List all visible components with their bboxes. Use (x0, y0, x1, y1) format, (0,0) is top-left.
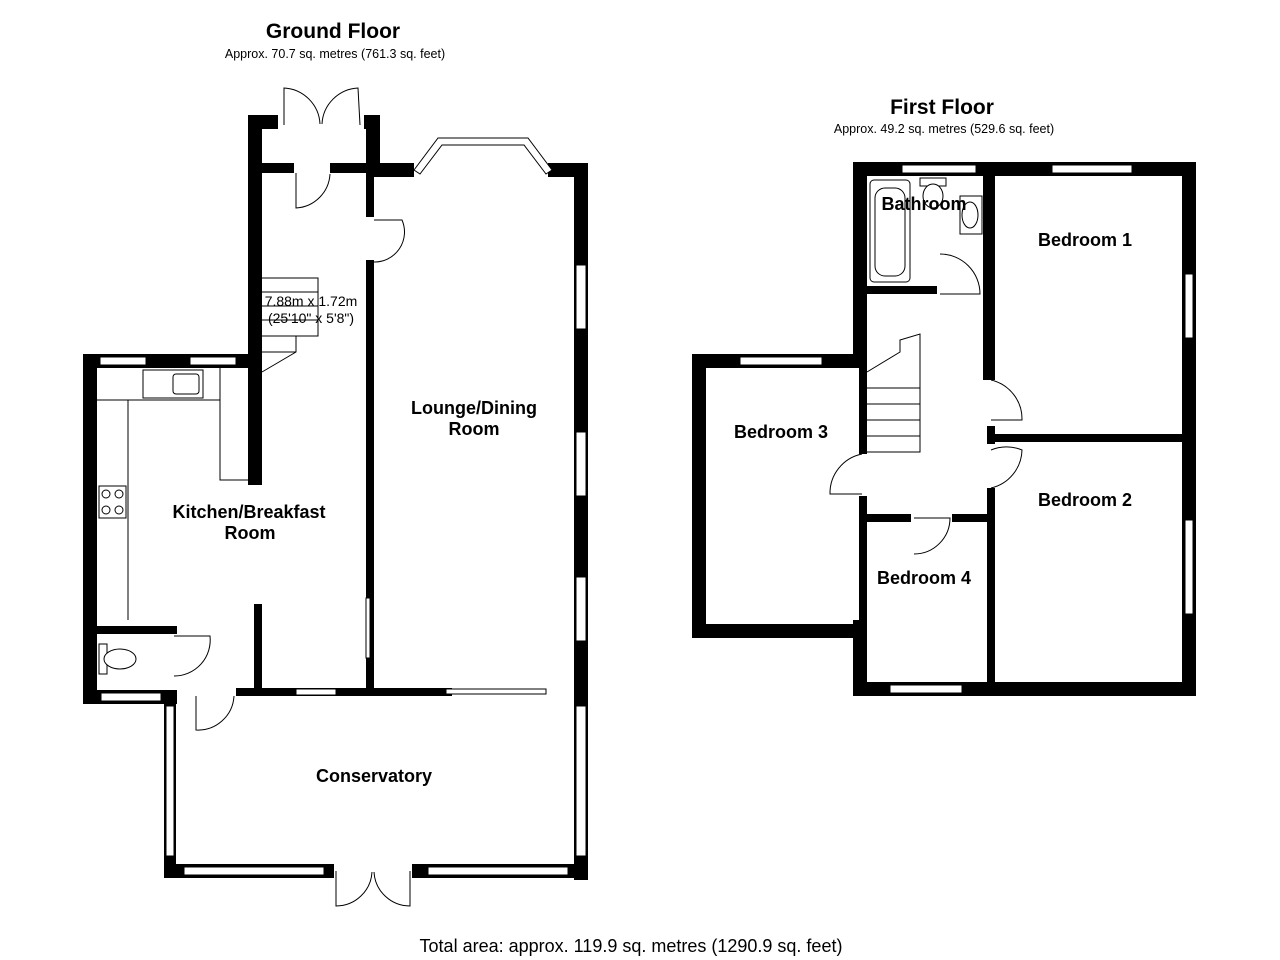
conservatory-door[interactable] (195, 695, 235, 731)
room-label-bathroom: Bathroom (882, 194, 967, 214)
bedroom2-west-wall (987, 488, 995, 682)
rear-window (295, 688, 337, 696)
room-label-lounge: Lounge/Dining (411, 398, 537, 418)
lounge-bay-window (413, 137, 553, 175)
total-area: Total area: approx. 119.9 sq. metres (12… (420, 936, 843, 956)
bedroom4-window (889, 684, 963, 694)
bedroom3-window (739, 356, 823, 366)
ground-stairs (261, 277, 319, 373)
kitchen-window (189, 356, 237, 366)
lounge-north-wall (378, 163, 414, 177)
porch-door[interactable] (283, 87, 321, 125)
conservatory-window (165, 705, 175, 857)
bedroom4-door[interactable] (913, 517, 951, 555)
bedroom4-north-wall (952, 514, 987, 522)
first-west-wall (853, 620, 867, 696)
bedroom3-west-wall (692, 354, 706, 638)
room-label-bedroom4: Bedroom 4 (877, 568, 971, 588)
bathroom-south-wall (867, 286, 937, 294)
room-label-bedroom1: Bedroom 1 (1038, 230, 1132, 250)
bedroom2-side-window (1184, 519, 1194, 615)
porch-wall (366, 115, 380, 177)
conservatory-french-door[interactable] (373, 871, 411, 907)
bedroom2-door[interactable] (990, 446, 1023, 489)
bedroom3-door[interactable] (829, 453, 863, 495)
ground-floor-title: Ground Floor (266, 20, 400, 43)
room-label-kitchen-2: Room (225, 523, 276, 543)
rear-wall (236, 688, 452, 696)
porch-wall (330, 163, 374, 173)
first-floor-title: First Floor (890, 96, 994, 119)
lounge-window (575, 264, 587, 330)
bedroom1-window (1051, 164, 1133, 174)
kitchen-window (99, 356, 147, 366)
bathroom-window (901, 164, 977, 174)
kitchen-counter (219, 400, 248, 481)
first-west-wall (853, 162, 867, 354)
porch-inner-door[interactable] (295, 173, 331, 209)
ground-floor-plan: Ground Floor Approx. 70.7 sq. metres (76… (83, 20, 588, 907)
hall-west-wall (248, 115, 262, 485)
hob-icon (98, 485, 127, 519)
toilet-icon (919, 177, 947, 209)
hall-dimension-metric: 7.88m x 1.72m (265, 293, 358, 309)
wc-door[interactable] (173, 635, 211, 677)
sink-bowl (172, 373, 200, 395)
hall-partition (366, 177, 374, 217)
basin-icon (959, 195, 983, 235)
hall-dimension-imperial: (25'10" x 5'8") (268, 310, 354, 326)
lounge-door[interactable] (373, 219, 406, 263)
kitchen-west-wall (83, 354, 97, 702)
bedroom1-west-wall (987, 176, 995, 380)
lounge-window (575, 576, 587, 642)
first-floor-area: Approx. 49.2 sq. metres (529.6 sq. feet) (834, 122, 1054, 136)
conservatory-window (427, 866, 569, 876)
bedroom3-south-wall (692, 624, 867, 638)
room-label-bedroom3: Bedroom 3 (734, 422, 828, 442)
first-stairs (866, 333, 921, 453)
hall-partition (366, 260, 374, 690)
wc-window (100, 692, 162, 702)
room-label-lounge-2: Room (449, 419, 500, 439)
conservatory-window (183, 866, 325, 876)
bedroom3-east-wall (859, 496, 867, 636)
sliding-door[interactable] (365, 597, 371, 659)
patio-door[interactable] (445, 688, 547, 695)
bedroom1-door[interactable] (990, 379, 1023, 421)
bedroom4-north-wall (867, 514, 911, 522)
porch-door[interactable] (321, 87, 361, 126)
first-east-wall (1182, 162, 1196, 696)
bath-icon (869, 179, 911, 283)
room-label-conservatory: Conservatory (316, 766, 432, 786)
conservatory-window (575, 705, 587, 857)
porch-wall (248, 115, 278, 129)
kitchen-east-wall (254, 604, 262, 692)
bedroom1-side-window (1184, 273, 1194, 339)
bathroom-door[interactable] (939, 253, 981, 295)
bedroom1-south-wall (987, 434, 1182, 442)
porch-wall (262, 163, 294, 173)
lounge-window (575, 431, 587, 497)
room-label-bedroom2: Bedroom 2 (1038, 490, 1132, 510)
ground-floor-area: Approx. 70.7 sq. metres (761.3 sq. feet) (225, 47, 445, 61)
first-floor-plan: First Floor Approx. 49.2 sq. metres (529… (692, 96, 1196, 696)
bedroom3-east-wall (859, 354, 867, 454)
wc-wall (97, 626, 177, 634)
toilet-icon (98, 643, 137, 675)
room-label-kitchen: Kitchen/Breakfast (172, 502, 325, 522)
conservatory-french-door[interactable] (335, 871, 373, 907)
